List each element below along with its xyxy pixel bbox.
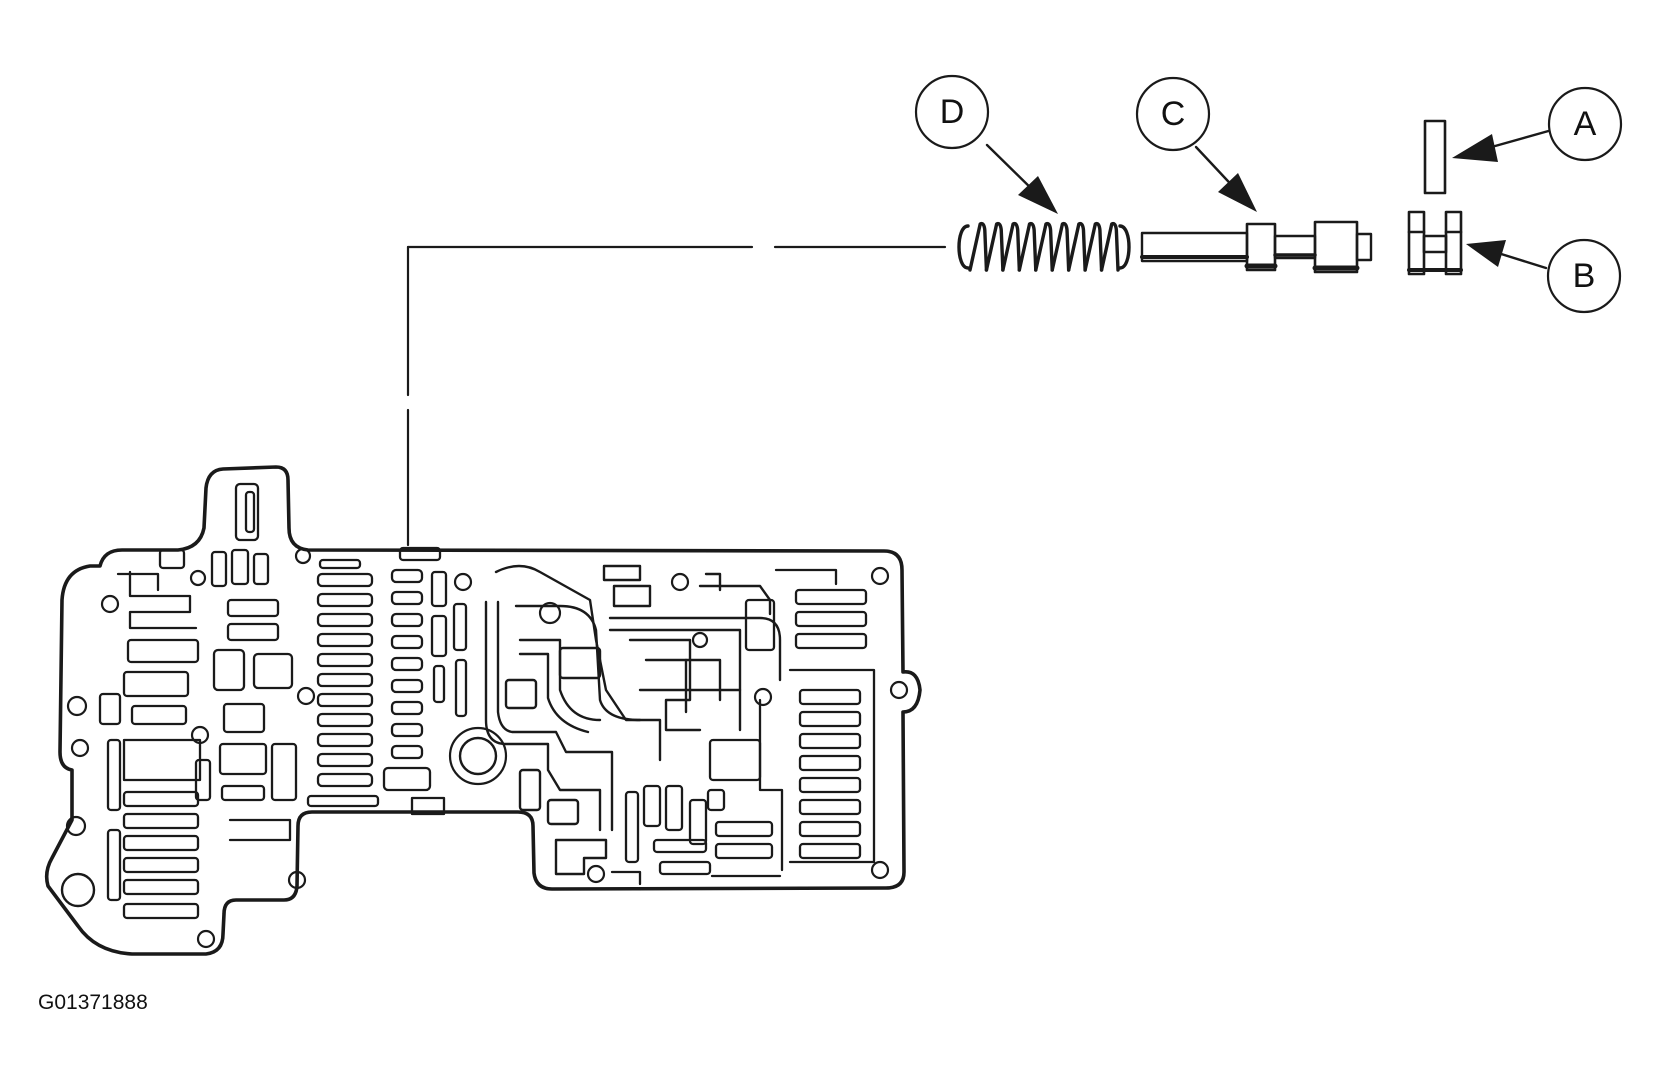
spring-coil <box>1083 221 1104 272</box>
callout-arrow-d <box>985 143 1058 214</box>
callout-a-label: A <box>1574 105 1597 143</box>
callout-b-label: B <box>1573 257 1596 295</box>
figure-code: G01371888 <box>38 991 148 1014</box>
callout-a: A <box>1547 86 1623 162</box>
spring-coil <box>968 221 989 272</box>
spring-coil <box>984 221 1005 272</box>
callout-arrow-c <box>1194 145 1257 212</box>
spring-coil <box>1066 221 1087 272</box>
spring-coil <box>1017 221 1038 272</box>
spring-coil <box>1099 221 1120 272</box>
callout-d: D <box>914 74 990 150</box>
callout-c: C <box>1135 76 1211 152</box>
coil-spring-icon <box>957 221 1131 272</box>
callout-d-label: D <box>940 93 965 131</box>
spring-coil <box>1050 221 1071 272</box>
callout-b: B <box>1546 238 1622 314</box>
callout-arrow-a <box>1452 128 1554 162</box>
separator-plate-icon <box>44 465 922 956</box>
spring-coil <box>1001 221 1022 272</box>
spring-coil <box>1034 221 1054 272</box>
bore-plug-icon <box>1407 210 1463 276</box>
spool-valve-icon <box>1140 220 1373 274</box>
callout-arrow-b <box>1466 240 1548 270</box>
retainer-clip-icon <box>1423 119 1447 195</box>
callout-c-label: C <box>1161 95 1186 133</box>
assembly-leader-line <box>406 245 947 547</box>
